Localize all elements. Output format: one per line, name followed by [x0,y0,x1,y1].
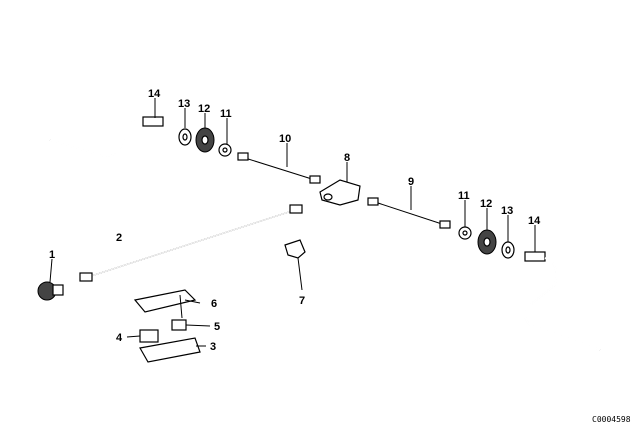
callout-14-right: 14 [528,215,541,227]
callout-8: 8 [344,152,350,164]
part-14-right-brake-hose [524,251,601,351]
part-12-right-grommet [477,229,497,255]
part-1-screw-plug [37,281,64,301]
callout-13-left: 13 [178,98,190,110]
part-13-left-washer [178,128,192,146]
callout-13-right: 13 [501,205,513,217]
callout-4: 4 [116,332,123,344]
part-9-brake-pipe [367,197,451,229]
part-6-bracket [133,289,197,319]
callout-6: 6 [211,298,217,310]
leader-lines [49,98,536,347]
callout-3: 3 [210,341,216,353]
callout-14-left: 14 [148,88,161,100]
callout-7: 7 [299,295,305,307]
part-11-left-washer [218,143,232,157]
callout-11-left: 11 [220,108,232,120]
callout-1: 1 [49,249,55,261]
part-8-t-piece [319,179,361,206]
part-3-clamp [139,337,201,363]
callout-2: 2 [116,232,122,244]
part-7-clip [284,239,306,259]
part-11-right-washer [458,226,472,240]
callout-12-right: 12 [480,198,492,210]
diagram-code: C0004598 [592,415,631,424]
callout-10: 10 [279,133,291,145]
part-5-holder [171,319,187,331]
callout-9: 9 [408,176,414,188]
callout-11-right: 11 [458,190,470,202]
callout-12-left: 12 [198,103,210,115]
callout-5: 5 [214,321,220,333]
part-2-brake-pipe [79,204,303,282]
part-12-left-grommet [195,127,215,153]
part-13-right-washer [501,241,515,259]
part-10-brake-pipe [237,152,321,184]
part-4-holder [139,329,159,343]
part-14-left-brake-hose [49,116,164,157]
